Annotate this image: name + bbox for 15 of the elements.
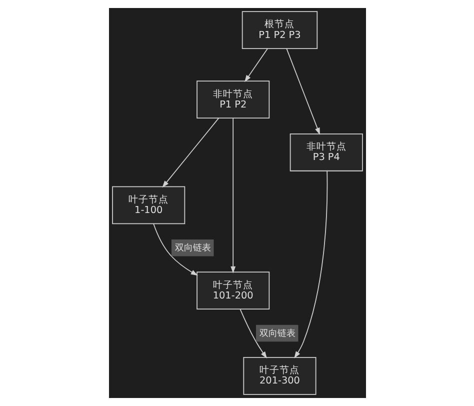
edge-label: 双向链表 [174,244,211,254]
arrow [162,118,219,188]
arrow [230,118,236,274]
node-box: 非叶节点 P3 P4 [289,133,362,172]
node-box: 叶子节点 101-200 [196,272,270,310]
arrow [239,308,267,359]
arrow [152,223,198,276]
arrow [294,170,328,358]
node-box: 叶子节点 201-300 [242,357,316,395]
node-box: 叶子节点 1-100 [112,186,185,224]
arrow [286,48,320,135]
node-box: 非叶节点 P1 P2 [196,80,270,118]
edge-label: 双向链表 [259,328,296,339]
node-box: 根节点 P1 P2 P3 [241,11,318,49]
arrow [244,48,268,82]
